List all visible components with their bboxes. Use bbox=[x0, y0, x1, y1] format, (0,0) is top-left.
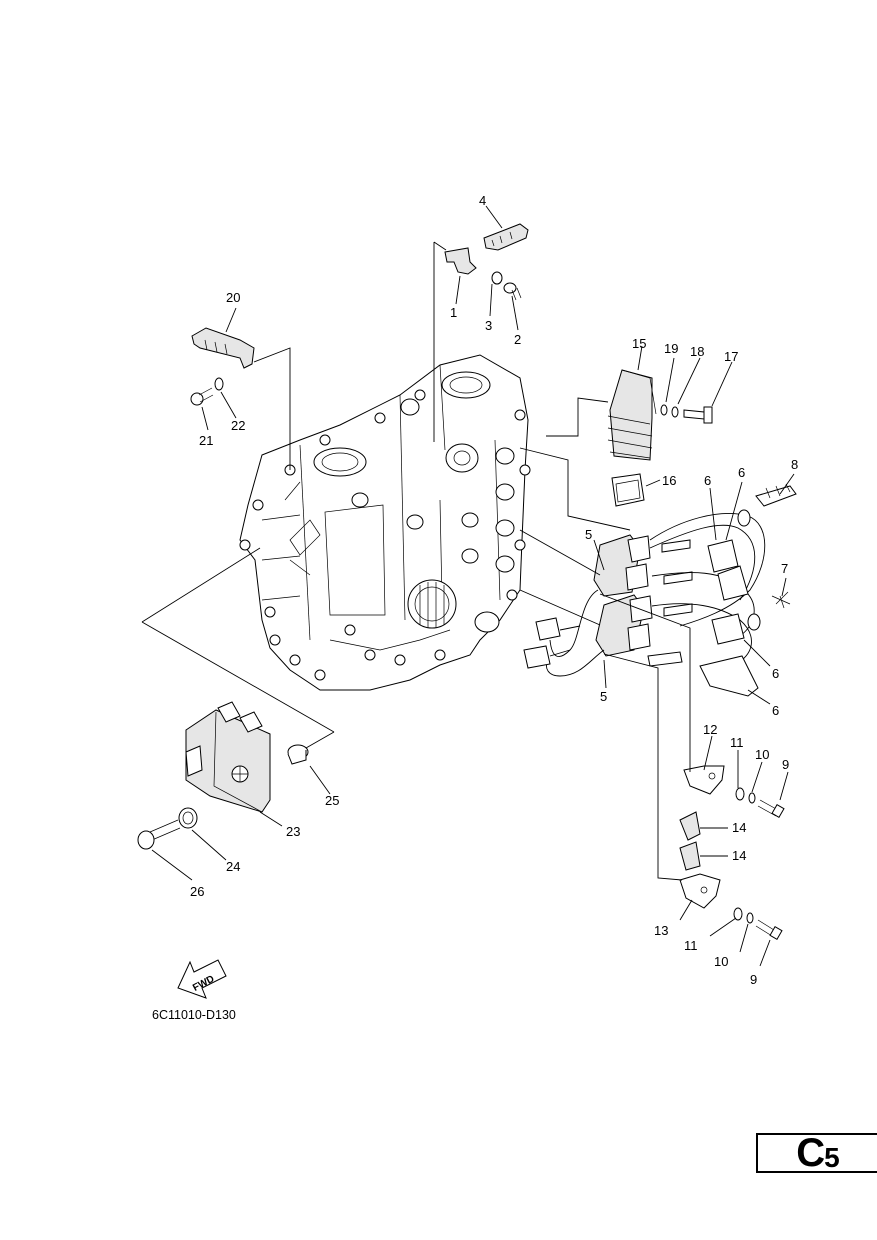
fwd-arrow-icon: FWD bbox=[177, 959, 227, 999]
part-3-washer bbox=[491, 271, 503, 285]
part-8-clamp bbox=[755, 483, 797, 507]
callout-1: 1 bbox=[450, 305, 457, 320]
part-7-clip bbox=[771, 591, 791, 609]
callout-24: 24 bbox=[226, 859, 240, 874]
spark-plugs bbox=[647, 539, 693, 667]
part-24-grommet bbox=[178, 807, 198, 829]
part-18-washer bbox=[671, 406, 679, 418]
part-25-grommet bbox=[287, 744, 309, 765]
part-26-bolt bbox=[137, 819, 181, 850]
callout-10a: 10 bbox=[755, 747, 769, 762]
callout-25: 25 bbox=[325, 793, 339, 808]
part-13-bracket bbox=[679, 873, 721, 909]
part-14-clamps bbox=[679, 811, 701, 871]
callout-9a: 9 bbox=[782, 757, 789, 772]
callout-18: 18 bbox=[690, 344, 704, 359]
callout-5b: 5 bbox=[600, 689, 607, 704]
part-12-bracket bbox=[683, 765, 725, 795]
section-letter: C bbox=[796, 1131, 825, 1175]
callout-4: 4 bbox=[479, 193, 486, 208]
part-21-bolt bbox=[190, 387, 214, 406]
callout-13: 13 bbox=[654, 923, 668, 938]
part-9-bolts bbox=[755, 799, 785, 941]
engine-block bbox=[239, 354, 531, 691]
callout-15: 15 bbox=[632, 336, 646, 351]
part-2-bolt bbox=[503, 282, 522, 301]
callout-12: 12 bbox=[703, 722, 717, 737]
callout-14b: 14 bbox=[732, 848, 746, 863]
part-23-ecu bbox=[185, 701, 271, 813]
parts-10-11-washers bbox=[733, 787, 756, 924]
part-15-rectifier bbox=[607, 369, 657, 461]
callout-20: 20 bbox=[226, 290, 240, 305]
callout-11a: 11 bbox=[730, 735, 744, 750]
callout-19: 19 bbox=[664, 341, 678, 356]
callout-3: 3 bbox=[485, 318, 492, 333]
callout-10b: 10 bbox=[714, 954, 728, 969]
callout-26: 26 bbox=[190, 884, 204, 899]
diagram-code: 6C11010-D130 bbox=[152, 1008, 236, 1022]
callout-6a: 6 bbox=[738, 465, 745, 480]
callout-6d: 6 bbox=[772, 703, 779, 718]
callout-23: 23 bbox=[286, 824, 300, 839]
part-4-bracket bbox=[483, 223, 529, 251]
callout-5a: 5 bbox=[585, 527, 592, 542]
wiring-harness bbox=[523, 589, 605, 677]
callout-22: 22 bbox=[231, 418, 245, 433]
leader-lines bbox=[141, 205, 795, 967]
part-22-washer bbox=[214, 377, 224, 391]
part-19-washer bbox=[660, 404, 668, 416]
callout-21: 21 bbox=[199, 433, 213, 448]
callout-11b: 11 bbox=[684, 938, 698, 953]
part-17-bolt bbox=[683, 406, 713, 424]
part-1-clamp bbox=[444, 247, 477, 275]
part-5-ignition-coils bbox=[593, 534, 653, 657]
callout-2: 2 bbox=[514, 332, 521, 347]
callout-6b: 6 bbox=[704, 473, 711, 488]
section-badge: C 5 bbox=[756, 1133, 877, 1173]
callout-numbers: 4 1 3 2 20 21 22 15 19 18 17 16 8 6 6 5 … bbox=[190, 193, 798, 987]
part-6-leads bbox=[649, 509, 766, 697]
callout-7: 7 bbox=[781, 561, 788, 576]
part-16-cover bbox=[611, 473, 645, 507]
callout-17: 17 bbox=[724, 349, 738, 364]
callout-8: 8 bbox=[791, 457, 798, 472]
callout-9b: 9 bbox=[750, 972, 757, 987]
part-20-bracket bbox=[191, 327, 255, 369]
section-number: 5 bbox=[824, 1142, 840, 1173]
callout-14a: 14 bbox=[732, 820, 746, 835]
callout-16: 16 bbox=[662, 473, 676, 488]
callout-6c: 6 bbox=[772, 666, 779, 681]
